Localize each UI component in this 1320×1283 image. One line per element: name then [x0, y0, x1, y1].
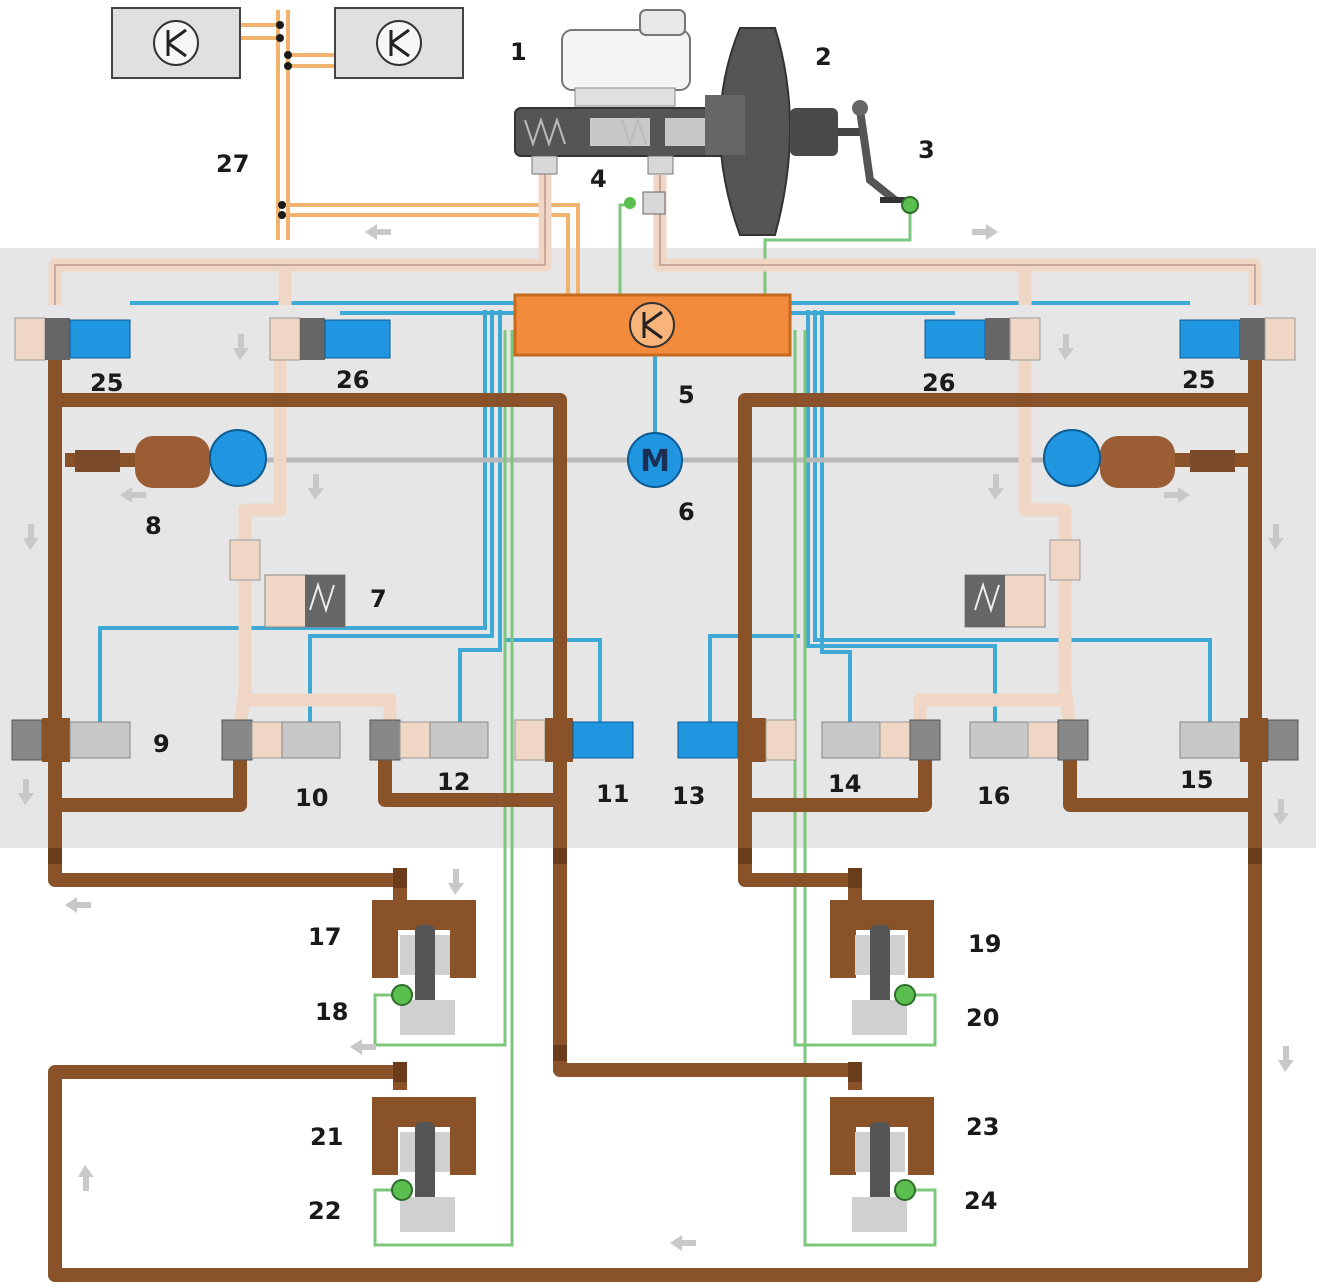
- warning-lamp-right: [334, 7, 464, 79]
- valve-25-right: [1179, 317, 1296, 361]
- signal-wiring: [240, 10, 580, 296]
- wheel-brake-17: [372, 900, 476, 1035]
- label-18: 18: [315, 998, 348, 1026]
- label-8: 8: [145, 512, 162, 540]
- valve-9: [11, 718, 131, 762]
- label-14: 14: [828, 770, 861, 798]
- label-23: 23: [966, 1113, 999, 1141]
- label-19: 19: [968, 930, 1001, 958]
- master-cylinder: [514, 107, 738, 175]
- valve-15: [1179, 718, 1299, 762]
- brake-pedal-switch: [852, 100, 919, 214]
- wheel-speed-sensor-22: [391, 1179, 413, 1201]
- valve-16: [969, 719, 1089, 761]
- wheel-brake-23: [830, 1097, 934, 1232]
- valve-13: [677, 718, 797, 762]
- return-pump-right: [1043, 429, 1235, 488]
- accumulator-left: [229, 539, 346, 628]
- valve-11: [514, 718, 634, 762]
- valve-14: [821, 719, 941, 761]
- brake-booster: [705, 27, 865, 236]
- label-12: 12: [437, 768, 470, 796]
- label-5: 5: [678, 381, 695, 409]
- valve-12: [369, 719, 489, 761]
- label-10: 10: [295, 784, 328, 812]
- valve-25-left: [14, 317, 131, 361]
- line-couplings: [48, 848, 1262, 1082]
- accumulator-right: [964, 539, 1081, 628]
- label-25-left: 25: [90, 369, 123, 397]
- label-26-right: 26: [922, 369, 955, 397]
- pump-motor: M: [627, 432, 683, 488]
- master-cylinder-pressure-sensor: [624, 191, 666, 215]
- motor-label: M: [640, 444, 670, 479]
- wheel-speed-sensor-20: [894, 984, 916, 1006]
- label-13: 13: [672, 782, 705, 810]
- control-wiring: [98, 301, 1212, 726]
- return-pump-left: [75, 429, 267, 488]
- wheel-brake-21: [372, 1097, 476, 1232]
- valve-26-left: [269, 317, 391, 361]
- warning-lamp-left: [111, 7, 241, 79]
- label-27: 27: [216, 150, 249, 178]
- label-16: 16: [977, 782, 1010, 810]
- wheel-speed-sensor-24: [894, 1179, 916, 1201]
- label-22: 22: [308, 1197, 341, 1225]
- label-15: 15: [1180, 766, 1213, 794]
- label-6: 6: [678, 498, 695, 526]
- label-9: 9: [153, 730, 170, 758]
- label-1: 1: [510, 38, 527, 66]
- label-24: 24: [964, 1187, 997, 1215]
- label-3: 3: [918, 136, 935, 164]
- signal-junctions: [276, 21, 292, 219]
- brake-fluid-reservoir: [561, 9, 691, 107]
- label-21: 21: [310, 1123, 343, 1151]
- flow-arrows: [18, 224, 1294, 1251]
- valve-10: [221, 719, 341, 761]
- callout-labels: 1 2 3 4 5 6 7 8 9 10 11 12 13 14 15 16 1…: [90, 38, 1215, 1225]
- label-7: 7: [370, 585, 387, 613]
- wheel-speed-sensor-18: [391, 984, 413, 1006]
- abs-control-unit: [513, 293, 792, 357]
- valve-26-right: [924, 317, 1041, 361]
- label-11: 11: [596, 780, 629, 808]
- label-17: 17: [308, 923, 341, 951]
- wheel-brake-19: [830, 900, 934, 1035]
- label-2: 2: [815, 43, 832, 71]
- label-20: 20: [966, 1004, 999, 1032]
- label-4: 4: [590, 165, 607, 193]
- label-26-left: 26: [336, 366, 369, 394]
- label-25-right: 25: [1182, 366, 1215, 394]
